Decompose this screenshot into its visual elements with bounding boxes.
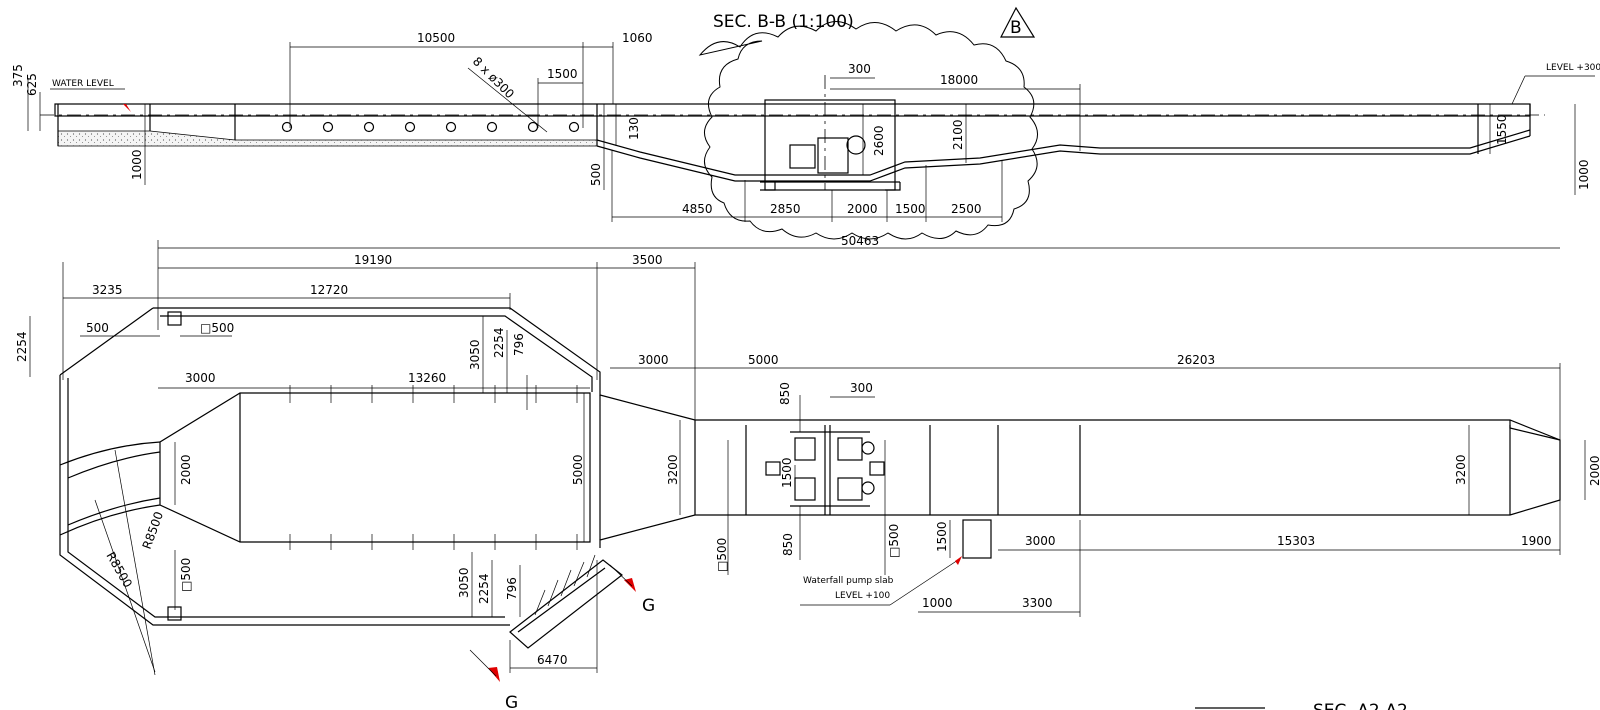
dim-1550: 1550 — [1495, 114, 1509, 145]
dim-2600: 2600 — [872, 125, 886, 156]
radius-r8500: R8500 — [140, 510, 166, 551]
dim-850-top: 850 — [778, 382, 792, 405]
dim-12720: 12720 — [310, 283, 348, 297]
section-marker-triangle — [1000, 6, 1036, 38]
section-title: SEC. B-B (1:100) — [713, 12, 854, 32]
dim-1500-bot: 1500 — [935, 521, 949, 552]
dim-50463: 50463 — [841, 234, 879, 248]
dim-2500: 2500 — [951, 202, 982, 216]
dim-3050-top: 3050 — [468, 339, 482, 370]
inner-island — [159, 392, 591, 543]
dim-500: 500 — [589, 163, 603, 186]
square-500-top — [167, 311, 182, 326]
dim-2254-bot: 2254 — [477, 573, 491, 604]
dim-3200-left: 3200 — [666, 454, 680, 485]
label-g-1: G — [642, 596, 655, 616]
section-bb: WATER LEVEL LEVEL +300 B SEC. B-B (1:100… — [11, 6, 1600, 249]
radius-r8500b: R8500 — [103, 550, 135, 591]
water-level-arrow — [123, 104, 131, 112]
square-500-bot — [167, 606, 182, 621]
dim-2254-left: 2254 — [15, 331, 29, 362]
revision-cloud — [698, 21, 1038, 240]
pump-frame — [764, 99, 896, 191]
pipes-label: 8 x ø300 — [470, 54, 517, 101]
dim-500-left: 500 — [86, 321, 109, 335]
dim-3300: 3300 — [1022, 596, 1053, 610]
dim-1000-bot: 1000 — [922, 596, 953, 610]
dim-1500-bb: 1500 — [895, 202, 926, 216]
dim-10500: 10500 — [417, 31, 455, 45]
plan-view: G G Waterfall pump slab LEVEL +100 SEC. … — [15, 240, 1600, 710]
dim-3235: 3235 — [92, 283, 123, 297]
dim-6470: 6470 — [537, 653, 568, 667]
dim-500-sq-top: □500 — [200, 321, 234, 335]
dim-3000-left: 3000 — [185, 371, 216, 385]
pump-units — [765, 431, 885, 507]
dim-3000-mid: 3000 — [638, 353, 669, 367]
dim-3500: 3500 — [632, 253, 663, 267]
dim-375: 375 — [11, 64, 25, 87]
dim-5000-vert: 5000 — [571, 454, 585, 485]
dim-1900: 1900 — [1521, 534, 1552, 548]
hatched-bed — [57, 130, 598, 147]
dim-500-sq-mid: □500 — [715, 538, 729, 572]
inclined-chute — [509, 559, 623, 649]
dim-130: 130 — [627, 117, 641, 140]
dim-1000-right: 1000 — [1577, 159, 1591, 190]
dim-1500-mid: 1500 — [780, 457, 794, 488]
dim-4850: 4850 — [682, 202, 713, 216]
section-g-arrow-2 — [488, 667, 500, 682]
dim-300-plan: 300 — [850, 381, 873, 395]
section-marker: B — [1010, 18, 1022, 38]
dim-625: 625 — [25, 73, 39, 96]
dim-2000-bb: 2000 — [847, 202, 878, 216]
level-right-label: LEVEL +300 — [1546, 63, 1600, 73]
dim-13260: 13260 — [408, 371, 446, 385]
dim-18000: 18000 — [940, 73, 978, 87]
waterfall-slab — [962, 519, 992, 559]
section-a2-title: SEC. A2-A2 — [1313, 701, 1408, 710]
dim-500-sq-left: □500 — [179, 558, 193, 592]
pipe-holes — [281, 121, 580, 133]
dim-1500-top: 1500 — [547, 67, 578, 81]
water-level-label: WATER LEVEL — [52, 79, 114, 89]
dim-19190: 19190 — [354, 253, 392, 267]
dim-15303: 15303 — [1277, 534, 1315, 548]
pipe-ticks — [289, 385, 578, 550]
dim-1060: 1060 — [622, 31, 653, 45]
dim-796-top: 796 — [512, 333, 526, 356]
dim-2850: 2850 — [770, 202, 801, 216]
dim-2000-right: 2000 — [1588, 455, 1600, 486]
dim-300-top: 300 — [848, 62, 871, 76]
dim-26203: 26203 — [1177, 353, 1215, 367]
waterfall-label: Waterfall pump slab — [803, 576, 894, 586]
dim-5000-top: 5000 — [748, 353, 779, 367]
label-g-2: G — [505, 693, 518, 710]
dim-2254-top: 2254 — [492, 327, 506, 358]
dim-2000-left: 2000 — [179, 454, 193, 485]
dim-1000-left: 1000 — [130, 149, 144, 180]
dim-850-bot: 850 — [781, 533, 795, 556]
dim-3050-bot: 3050 — [457, 567, 471, 598]
dim-500-sq-right: □500 — [887, 524, 901, 558]
dim-2100: 2100 — [951, 119, 965, 150]
dim-3000-bot: 3000 — [1025, 534, 1056, 548]
waterfall-level: LEVEL +100 — [835, 591, 890, 601]
dim-3200-right: 3200 — [1454, 454, 1468, 485]
dim-796-bot: 796 — [505, 577, 519, 600]
